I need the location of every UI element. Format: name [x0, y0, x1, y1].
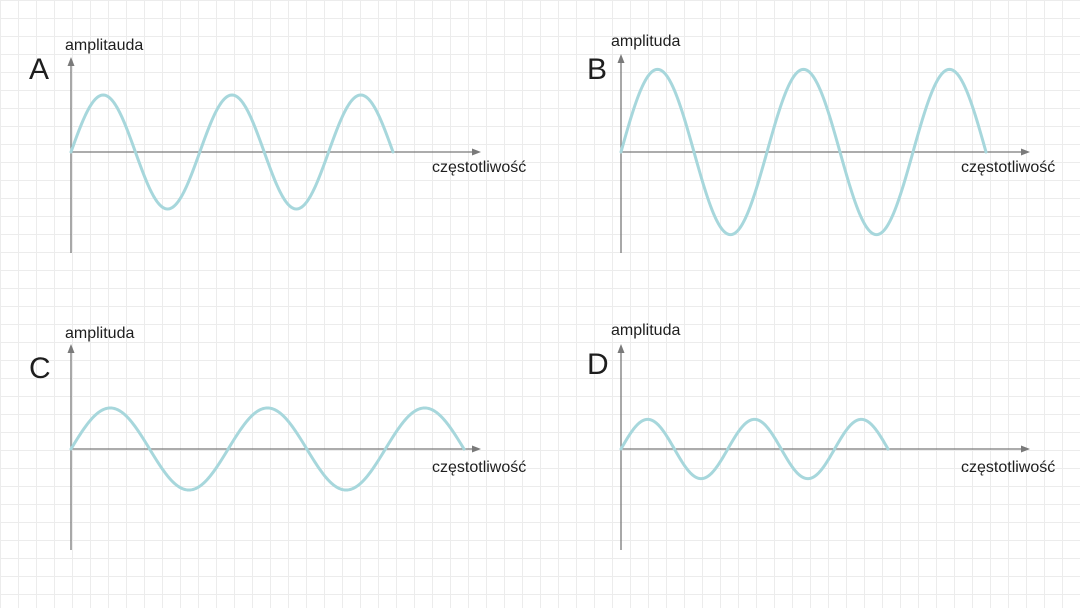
- x-axis-label: częstotliwość: [432, 159, 526, 176]
- y-axis-label: amplitauda: [65, 37, 143, 54]
- y-axis-label: amplituda: [611, 322, 680, 339]
- x-axis-label: częstotliwość: [961, 159, 1055, 176]
- y-axis-label: amplituda: [65, 325, 134, 342]
- panel-letter: D: [587, 348, 609, 381]
- x-axis-label: częstotliwość: [432, 459, 526, 476]
- panel-a: A amplitauda częstotliwość: [29, 37, 526, 253]
- x-axis-arrowhead: [472, 148, 481, 156]
- panel-letter: B: [587, 53, 607, 86]
- y-axis-arrowhead: [617, 54, 625, 63]
- sine-wave: [69, 93, 395, 211]
- y-axis-arrowhead: [617, 344, 625, 353]
- panel-b: B amplituda częstotliwość: [587, 33, 1055, 253]
- sine-wave: [619, 67, 988, 237]
- x-axis-label: częstotliwość: [961, 459, 1055, 476]
- sine-wave: [619, 417, 890, 481]
- x-axis-arrowhead: [472, 445, 481, 453]
- y-axis-arrowhead: [67, 57, 75, 66]
- panel-d: D amplituda częstotliwość: [587, 322, 1055, 550]
- panel-letter: C: [29, 352, 51, 385]
- x-axis-arrowhead: [1021, 445, 1030, 453]
- y-axis-arrowhead: [67, 344, 75, 353]
- x-axis-arrowhead: [1021, 148, 1030, 156]
- panel-c: C amplituda częstotliwość: [29, 325, 526, 550]
- sine-wave: [69, 406, 466, 492]
- panel-letter: A: [29, 53, 49, 86]
- y-axis-label: amplituda: [611, 33, 680, 50]
